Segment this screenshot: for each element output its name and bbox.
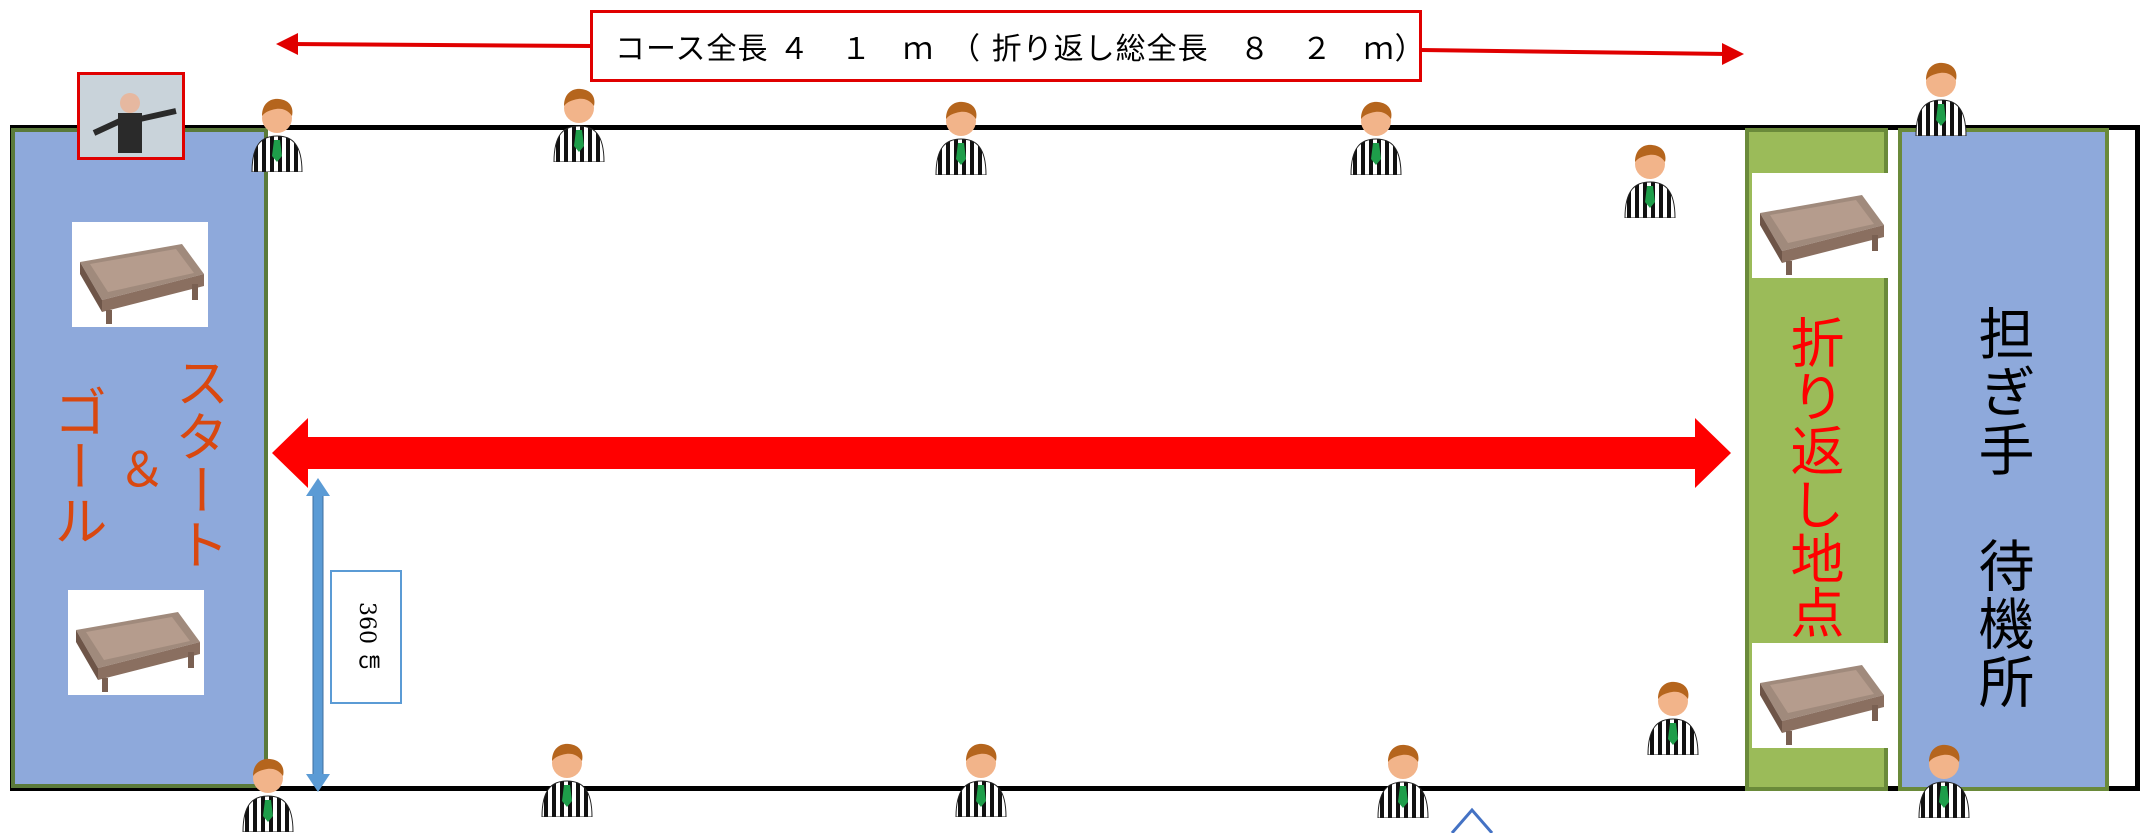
start-label: スタート [166, 355, 229, 571]
referee-icon [553, 88, 605, 162]
table-photo [68, 590, 204, 695]
course-width-arrow [306, 478, 330, 792]
referee-icon [1918, 744, 1970, 818]
partial-arrow-shape [1450, 807, 1494, 833]
table-photo [1752, 173, 1888, 278]
referee-icon [955, 743, 1007, 817]
course-length-label: コース全長 ４ １ ｍ （ 折り返し総全長 ８ ２ ｍ） [590, 10, 1425, 82]
course-direction-double-arrow [272, 418, 1731, 488]
referee-icon [935, 101, 987, 175]
referee-icon [541, 743, 593, 817]
course-width-label: 360 ㎝ [354, 601, 379, 673]
course-length-arrow-left [276, 33, 593, 55]
goal-label: ゴール [44, 385, 107, 547]
turnaround-label: 折り返し地点 [1781, 315, 1844, 639]
table-photo [1752, 643, 1888, 748]
referee-icon [1350, 101, 1402, 175]
referee-icon [1915, 62, 1967, 136]
photographer-photo [77, 72, 185, 160]
course-width-label-box: 360 ㎝ [330, 570, 402, 704]
referee-icon [1624, 144, 1676, 218]
course-length-arrow-right [1421, 43, 1744, 65]
referee-icon [1647, 681, 1699, 755]
table-photo [72, 222, 208, 327]
ampersand-label: ＆ [118, 442, 167, 498]
referee-icon [1377, 744, 1429, 818]
waiting-zone [1898, 128, 2109, 791]
waiting-area-label: 担ぎ手 待機所 [1969, 305, 2034, 711]
referee-icon [251, 98, 303, 172]
referee-icon [242, 758, 294, 832]
